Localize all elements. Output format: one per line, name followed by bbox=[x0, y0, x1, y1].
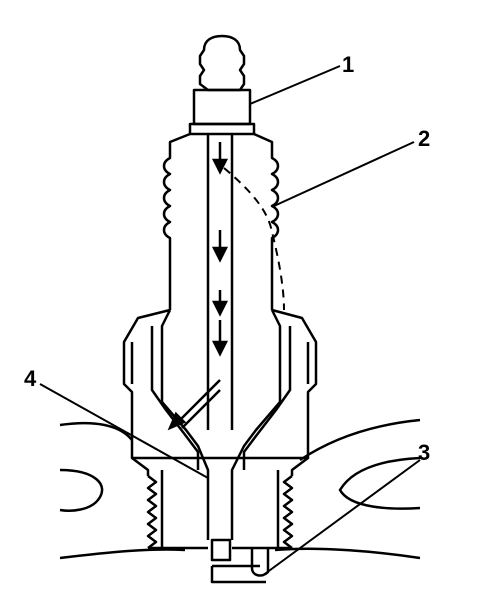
heat-arrow-2-head bbox=[211, 246, 229, 263]
head-right-lower-curve bbox=[338, 456, 421, 510]
heat-flow-arrows bbox=[167, 142, 229, 431]
heat-arrow-5 bbox=[175, 379, 221, 425]
terminal-collar bbox=[188, 122, 256, 136]
leader-line-4 bbox=[39, 383, 209, 479]
leader-line-1 bbox=[249, 65, 341, 105]
terminal-stud bbox=[192, 88, 252, 126]
head-right-upper-curve bbox=[299, 418, 421, 462]
terminal-nut bbox=[198, 34, 246, 92]
callout-1: 1 bbox=[342, 52, 354, 77]
thread-right bbox=[282, 475, 294, 549]
heat-arrow-5-head bbox=[167, 411, 187, 431]
leader-line-2 bbox=[273, 141, 415, 207]
cylinder-head bbox=[59, 418, 421, 560]
center-electrode-tip bbox=[210, 538, 232, 562]
heat-arrow-1-head bbox=[211, 158, 229, 175]
leader-line-3 bbox=[261, 459, 421, 577]
callout-4: 4 bbox=[24, 366, 37, 391]
thread-left bbox=[146, 475, 158, 549]
heat-arrow-6 bbox=[181, 389, 221, 429]
heat-arrow-4-head bbox=[211, 340, 229, 357]
ground-electrode bbox=[210, 548, 270, 584]
spark-plug bbox=[122, 34, 318, 584]
callout-2: 2 bbox=[418, 126, 430, 151]
shell-hex bbox=[122, 308, 318, 476]
head-left-upper-curve bbox=[59, 421, 133, 441]
callouts: 1 2 3 4 bbox=[24, 52, 430, 465]
combustion-chamber-floor bbox=[59, 547, 421, 560]
insulator bbox=[162, 132, 280, 310]
heat-arrow-3-head bbox=[211, 300, 229, 317]
callout-3: 3 bbox=[418, 440, 430, 465]
insulator-nose bbox=[160, 309, 282, 540]
head-left-lower-curve bbox=[59, 468, 104, 512]
leader-lines bbox=[39, 65, 421, 577]
